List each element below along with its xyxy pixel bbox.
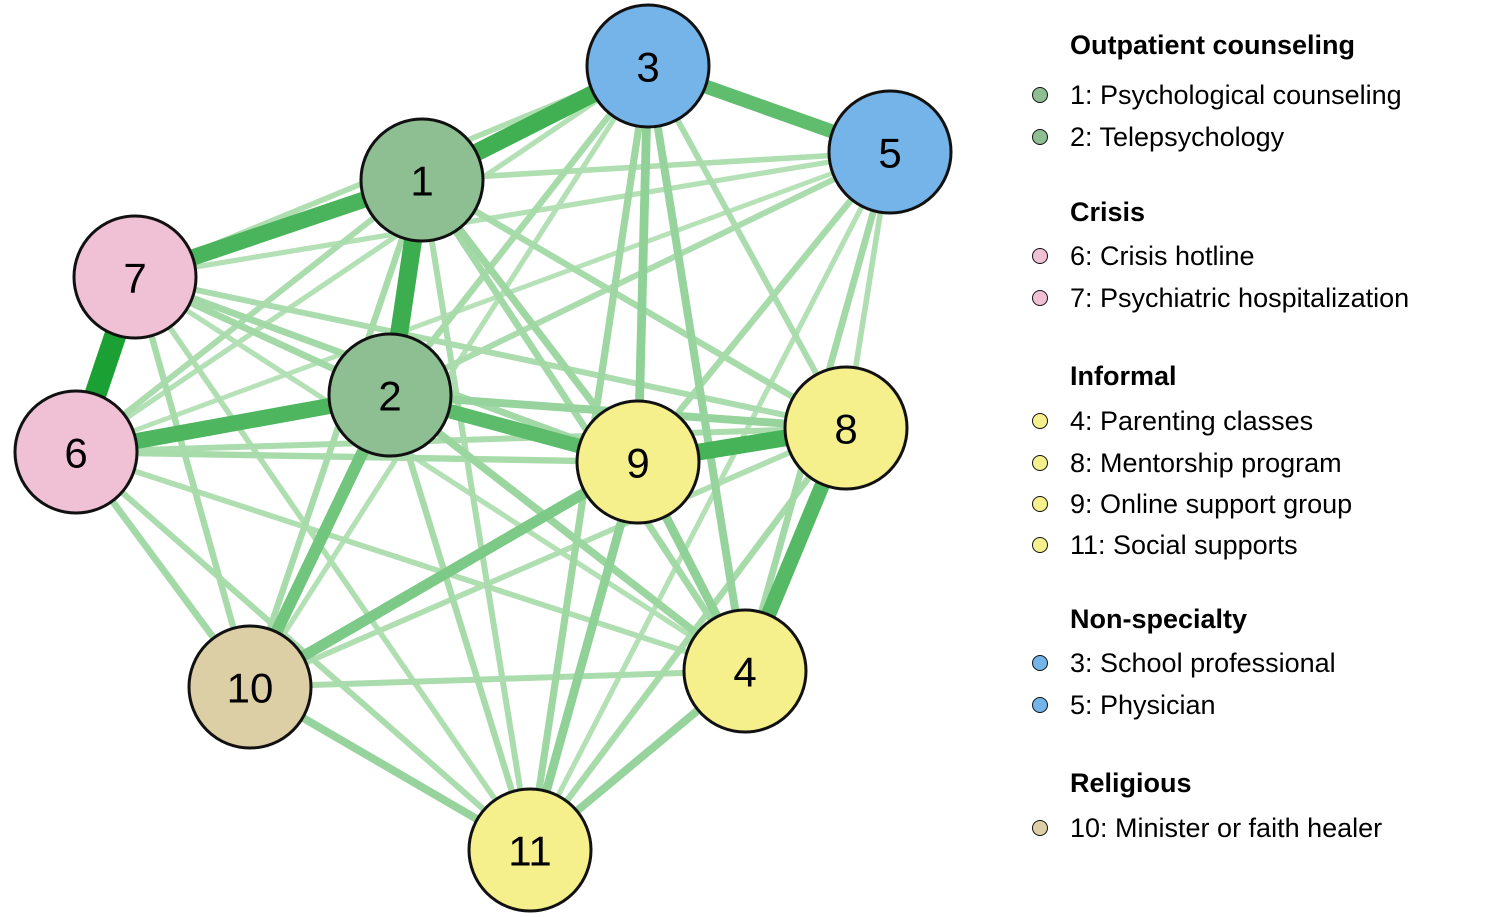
network-node-8[interactable]: 8 <box>783 365 909 491</box>
network-edge <box>420 177 848 431</box>
legend-bullet-icon <box>1032 537 1048 553</box>
node-circle <box>585 3 711 129</box>
network-edge <box>419 178 748 673</box>
legend-item-label: 3: School professional <box>1070 648 1336 678</box>
node-label: 10 <box>227 665 274 712</box>
network-edge <box>644 65 749 672</box>
node-circle <box>327 332 453 458</box>
node-label: 7 <box>123 255 146 302</box>
network-edge <box>421 149 891 183</box>
legend-header-crisis: Crisis <box>1070 197 1146 227</box>
network-edge <box>386 394 534 851</box>
legend-bullet-icon <box>1032 248 1048 264</box>
network-edge <box>635 149 893 465</box>
node-label: 6 <box>64 430 87 477</box>
legend-bullet-icon <box>1032 697 1048 713</box>
legend-item-label: 8: Mentorship program <box>1070 448 1342 478</box>
node-label: 3 <box>636 44 659 91</box>
legend-bullet-icon <box>1032 129 1048 145</box>
node-circle <box>13 389 139 515</box>
network-edge <box>134 274 847 431</box>
node-label: 8 <box>834 406 857 453</box>
network-edge <box>525 460 643 852</box>
node-label: 11 <box>508 828 552 875</box>
legend-header-nonspecialty: Non-specialty <box>1070 604 1248 634</box>
legend-item-label: 6: Crisis hotline <box>1070 241 1255 271</box>
network-edge <box>75 149 891 455</box>
legend-bullet-icon <box>1032 455 1048 471</box>
network-node-7[interactable]: 7 <box>72 214 198 340</box>
network-edge <box>134 149 891 280</box>
network-node-9[interactable]: 9 <box>575 399 701 525</box>
network-edge <box>248 425 848 690</box>
network-edge <box>132 275 533 852</box>
legend-panel: Outpatient counseling 1: Psychological co… <box>1028 0 1500 917</box>
node-circle <box>575 399 701 525</box>
network-graph-svg: 1 2 3 4 5 6 7 8 9 10 11 <box>13 3 953 913</box>
network-edge <box>75 425 847 455</box>
legend-header-religious: Religious <box>1070 768 1192 798</box>
legend-item-label: 9: Online support group <box>1070 489 1353 519</box>
network-edge <box>133 274 747 674</box>
legend-bullet-icon <box>1032 496 1048 512</box>
network-edge <box>247 457 641 692</box>
node-label: 4 <box>733 649 756 696</box>
network-node-6[interactable]: 6 <box>13 389 139 515</box>
network-node-2[interactable]: 2 <box>327 332 453 458</box>
legend-bullet-icon <box>1032 87 1048 103</box>
legend-bullet-icon <box>1032 413 1048 429</box>
legend-item-label: 4: Parenting classes <box>1070 406 1314 436</box>
legend-bullet-icon <box>1032 820 1048 836</box>
network-node-4[interactable]: 4 <box>682 608 808 734</box>
network-node-3[interactable]: 3 <box>585 3 711 129</box>
network-edge <box>246 178 426 689</box>
network-edge <box>387 392 748 674</box>
legend-bullet-icon <box>1032 655 1048 671</box>
network-node-1[interactable]: 1 <box>359 117 485 243</box>
legend-item-label: 7: Psychiatric hospitalization <box>1070 283 1410 313</box>
legend-bullet-icon <box>1032 290 1048 306</box>
network-edge <box>645 64 849 430</box>
legend-item-label: 11: Social supports <box>1070 530 1298 560</box>
node-circle <box>467 787 593 913</box>
node-circle <box>359 117 485 243</box>
network-node-11[interactable]: 11 <box>467 787 593 913</box>
legend-header-informal: Informal <box>1070 361 1177 391</box>
network-edge <box>74 63 650 455</box>
legend-item-label: 2: Telepsychology <box>1070 122 1285 152</box>
node-label: 9 <box>626 440 649 487</box>
legend-item-label: 1: Psychological counseling <box>1070 80 1402 110</box>
network-node-5[interactable]: 5 <box>827 89 953 215</box>
node-label: 2 <box>378 373 401 420</box>
legend-item-label: 10: Minister or faith healer <box>1070 813 1383 843</box>
nodes-layer: 1 2 3 4 5 6 7 8 9 10 11 <box>13 3 953 913</box>
legend-item-label: 5: Physician <box>1070 690 1216 720</box>
network-edge <box>387 64 651 397</box>
node-circle <box>682 608 808 734</box>
node-circle <box>187 624 313 750</box>
network-edge <box>131 276 254 688</box>
network-edge <box>633 65 653 463</box>
node-circle <box>827 89 953 215</box>
node-label: 1 <box>410 158 433 205</box>
node-label: 5 <box>878 130 901 177</box>
legend-header-outpatient: Outpatient counseling <box>1070 30 1356 60</box>
node-circle <box>72 214 198 340</box>
network-node-10[interactable]: 10 <box>187 624 313 750</box>
network-edge <box>419 179 533 851</box>
network-edge <box>75 449 746 674</box>
network-graph-panel: 1 2 3 4 5 6 7 8 9 10 11 <box>13 3 953 913</box>
node-circle <box>783 365 909 491</box>
network-edge <box>527 150 893 852</box>
